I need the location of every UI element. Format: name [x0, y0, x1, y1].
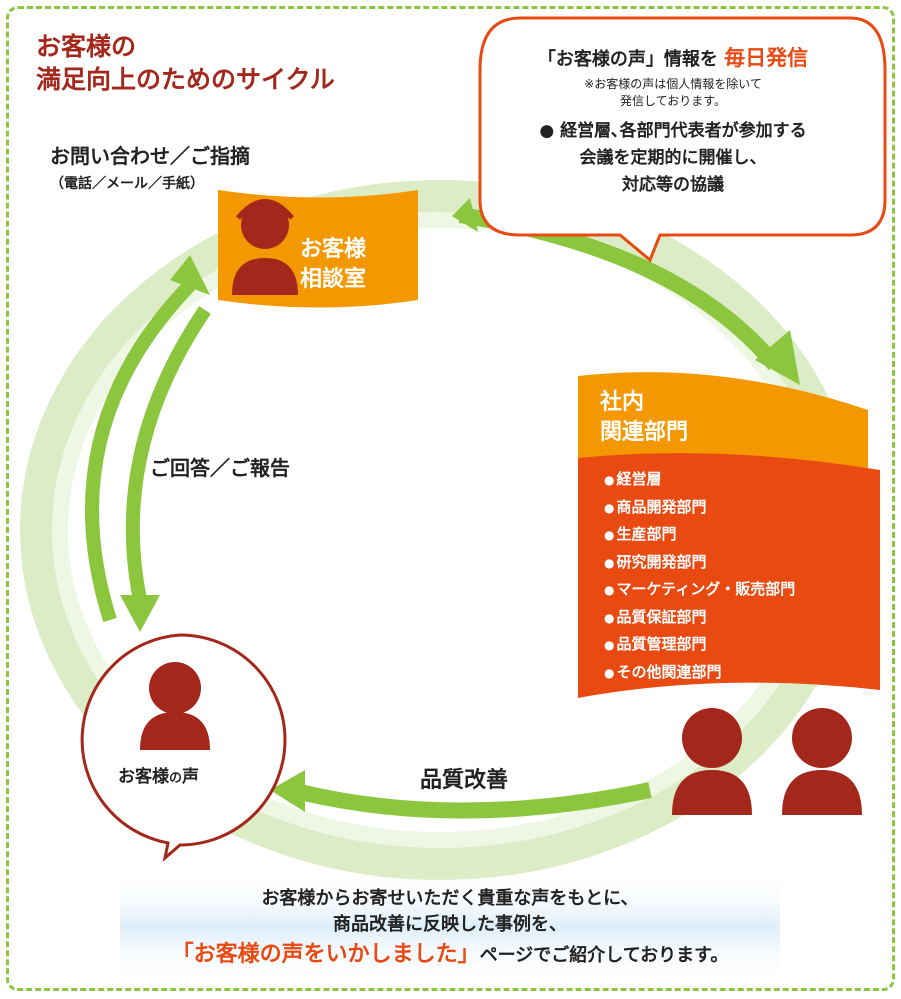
center-line2: 相談室	[300, 267, 367, 292]
bubble-note: ※お客様の声は個人情報を除いて 発信しております。	[488, 76, 858, 110]
arrow-left-inner	[125, 306, 211, 602]
bottom-message: お客様からお寄せいただく貴重な声をもとに、 商品改善に反映した事例を、 「お客様…	[100, 886, 800, 973]
bottom-line1: お客様からお寄せいただく貴重な声をもとに、	[261, 888, 639, 909]
contact-channels: （電話／メール／手紙）	[50, 176, 204, 192]
title-line1: お客様の	[36, 32, 137, 61]
dept-item: その他関連部門	[604, 659, 795, 687]
dept-item: 商品開発部門	[604, 494, 795, 522]
speech-bubble	[478, 16, 887, 263]
bubble-item: ● 経営層､各部門代表者が参加する 会議を定期的に開催し、 対応等の協議	[488, 118, 858, 199]
bottom-glow	[120, 872, 780, 982]
bubble-note-line1: ※お客様の声は個人情報を除いて	[584, 77, 762, 91]
arrow-head-down-right	[755, 330, 800, 385]
voice-main: お客様	[118, 767, 169, 787]
contact-main: お問い合わせ／ご指摘	[50, 144, 250, 168]
dept-item: 品質管理部門	[604, 631, 795, 659]
bottom-line3-rest: ページでご紹介しております。	[479, 945, 729, 966]
contact-label: お問い合わせ／ご指摘 （電話／メール／手紙）	[50, 140, 250, 193]
customer-voice-label: お客様の声	[118, 762, 199, 787]
bottom-line3: 「お客様の声をいかしました」ページでご紹介しております。	[100, 938, 800, 973]
arrow-head-left	[452, 198, 478, 232]
bubble-headline: 「お客様の声」情報を 毎日発信	[488, 42, 858, 72]
departments-flag	[578, 372, 868, 470]
quality-improvement-label: 品質改善	[420, 768, 509, 793]
arrow-left-outer	[85, 280, 196, 623]
arrow-head-up-outer	[170, 255, 210, 295]
staff-icon-female	[672, 708, 752, 815]
dept-title-line1: 社内	[600, 390, 645, 415]
bubble-content: 「お客様の声」情報を 毎日発信 ※お客様の声は個人情報を除いて 発信しております…	[488, 42, 858, 199]
reply-label: ご回答／ご報告	[150, 456, 290, 480]
customer-icon	[140, 662, 210, 750]
bubble-note-line2: 発信しております。	[619, 94, 727, 108]
bubble-item-line3: 対応等の協議	[622, 175, 724, 195]
dept-item: マーケティング・販売部門	[604, 576, 795, 604]
bubble-headline-prefix: 「お客様の声」情報を	[537, 49, 718, 70]
bottom-line2: 商品改善に反映した事例を、	[333, 914, 567, 935]
dept-item: 経営層	[604, 466, 795, 494]
center-line1: お客様	[300, 237, 367, 262]
bubble-item-line1: ● 経営層､各部門代表者が参加する	[539, 121, 807, 141]
dashed-border-frame	[6, 6, 895, 991]
departments-title: 社内 関連部門	[600, 388, 688, 448]
dept-item: 生産部門	[604, 521, 795, 549]
page-title: お客様の 満足向上のためのサイクル	[36, 30, 335, 96]
departments-list: 経営層 商品開発部門 生産部門 研究開発部門 マーケティング・販売部門 品質保証…	[604, 466, 795, 686]
operator-icon	[232, 199, 298, 295]
consultation-room-label: お客様 相談室	[300, 235, 366, 295]
dept-item: 研究開発部門	[604, 549, 795, 577]
title-line2: 満足向上のためのサイクル	[36, 65, 335, 94]
dept-title-line2: 関連部門	[600, 420, 689, 445]
staff-icon-male	[782, 708, 862, 815]
bubble-headline-highlight: 毎日発信	[724, 46, 809, 70]
dept-item: 品質保証部門	[604, 604, 795, 632]
voice-particle: の	[169, 771, 183, 786]
arrow-head-left-bottom	[270, 770, 305, 812]
voice-page-link[interactable]: 「お客様の声をいかしました」	[171, 942, 480, 967]
arrow-head-down-inner	[120, 595, 160, 632]
voice-end: 声	[182, 767, 200, 787]
arrow-bottom	[298, 782, 652, 819]
bubble-item-line2: 会議を定期的に開催し、	[579, 148, 767, 168]
